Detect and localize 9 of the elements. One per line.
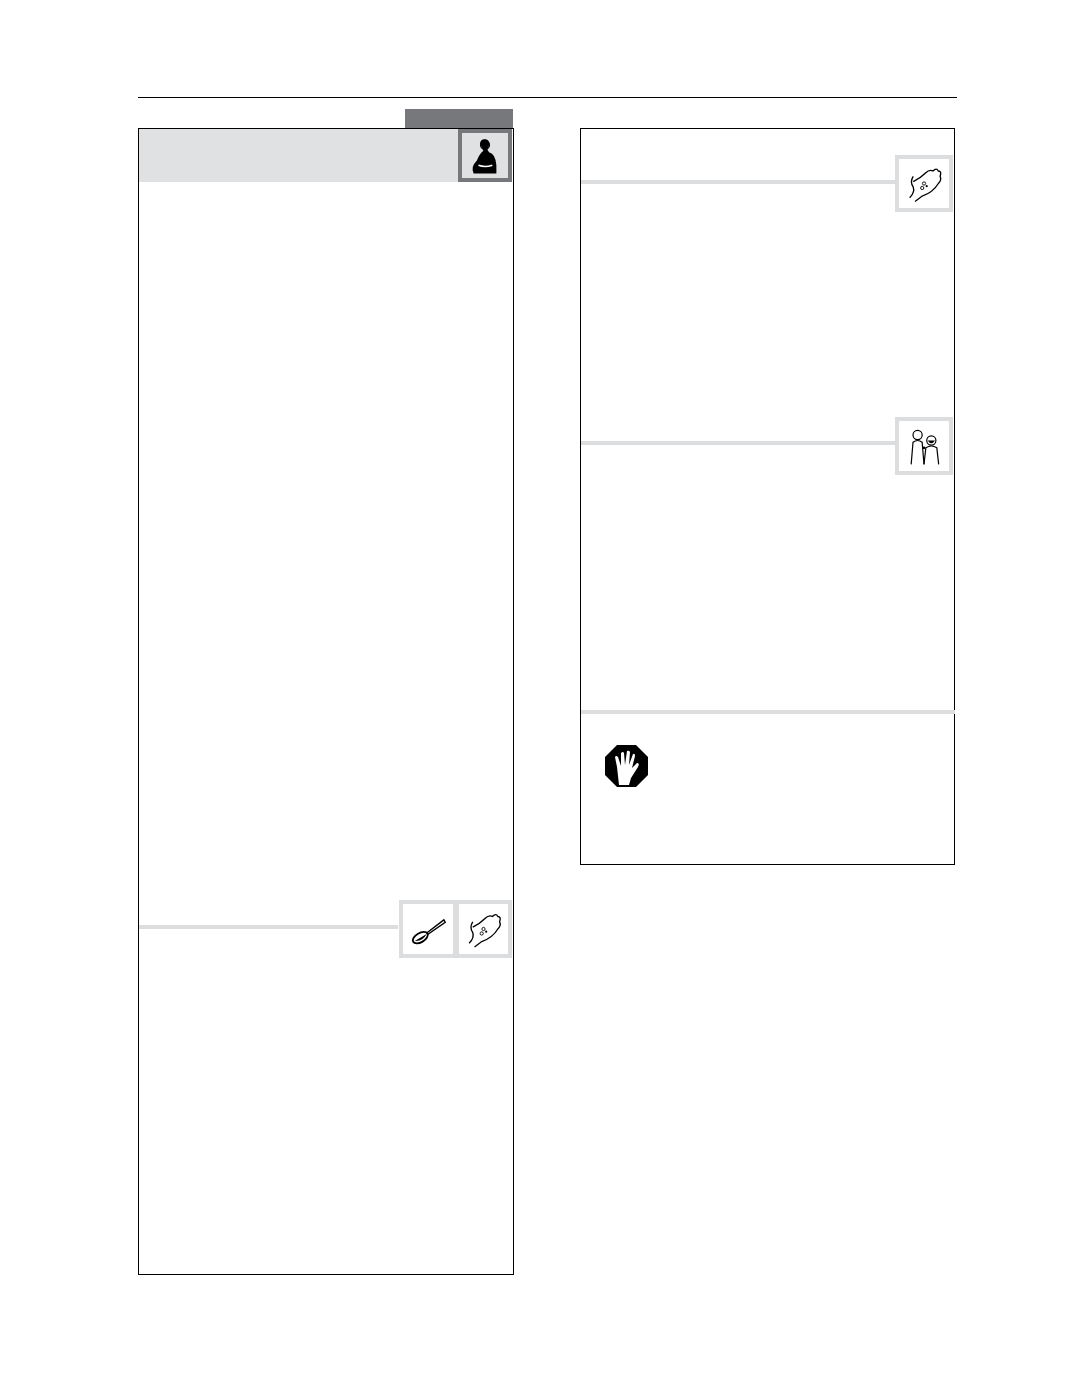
- tab: [405, 109, 513, 128]
- icon-frame: [399, 900, 457, 958]
- icon-frame: [895, 417, 953, 475]
- header-band: [139, 129, 512, 182]
- icon-frame: [455, 900, 512, 958]
- icon-frame: [895, 155, 953, 212]
- icon-frame: [458, 129, 512, 182]
- panel-box: [138, 128, 514, 1275]
- panel-box: [580, 128, 955, 865]
